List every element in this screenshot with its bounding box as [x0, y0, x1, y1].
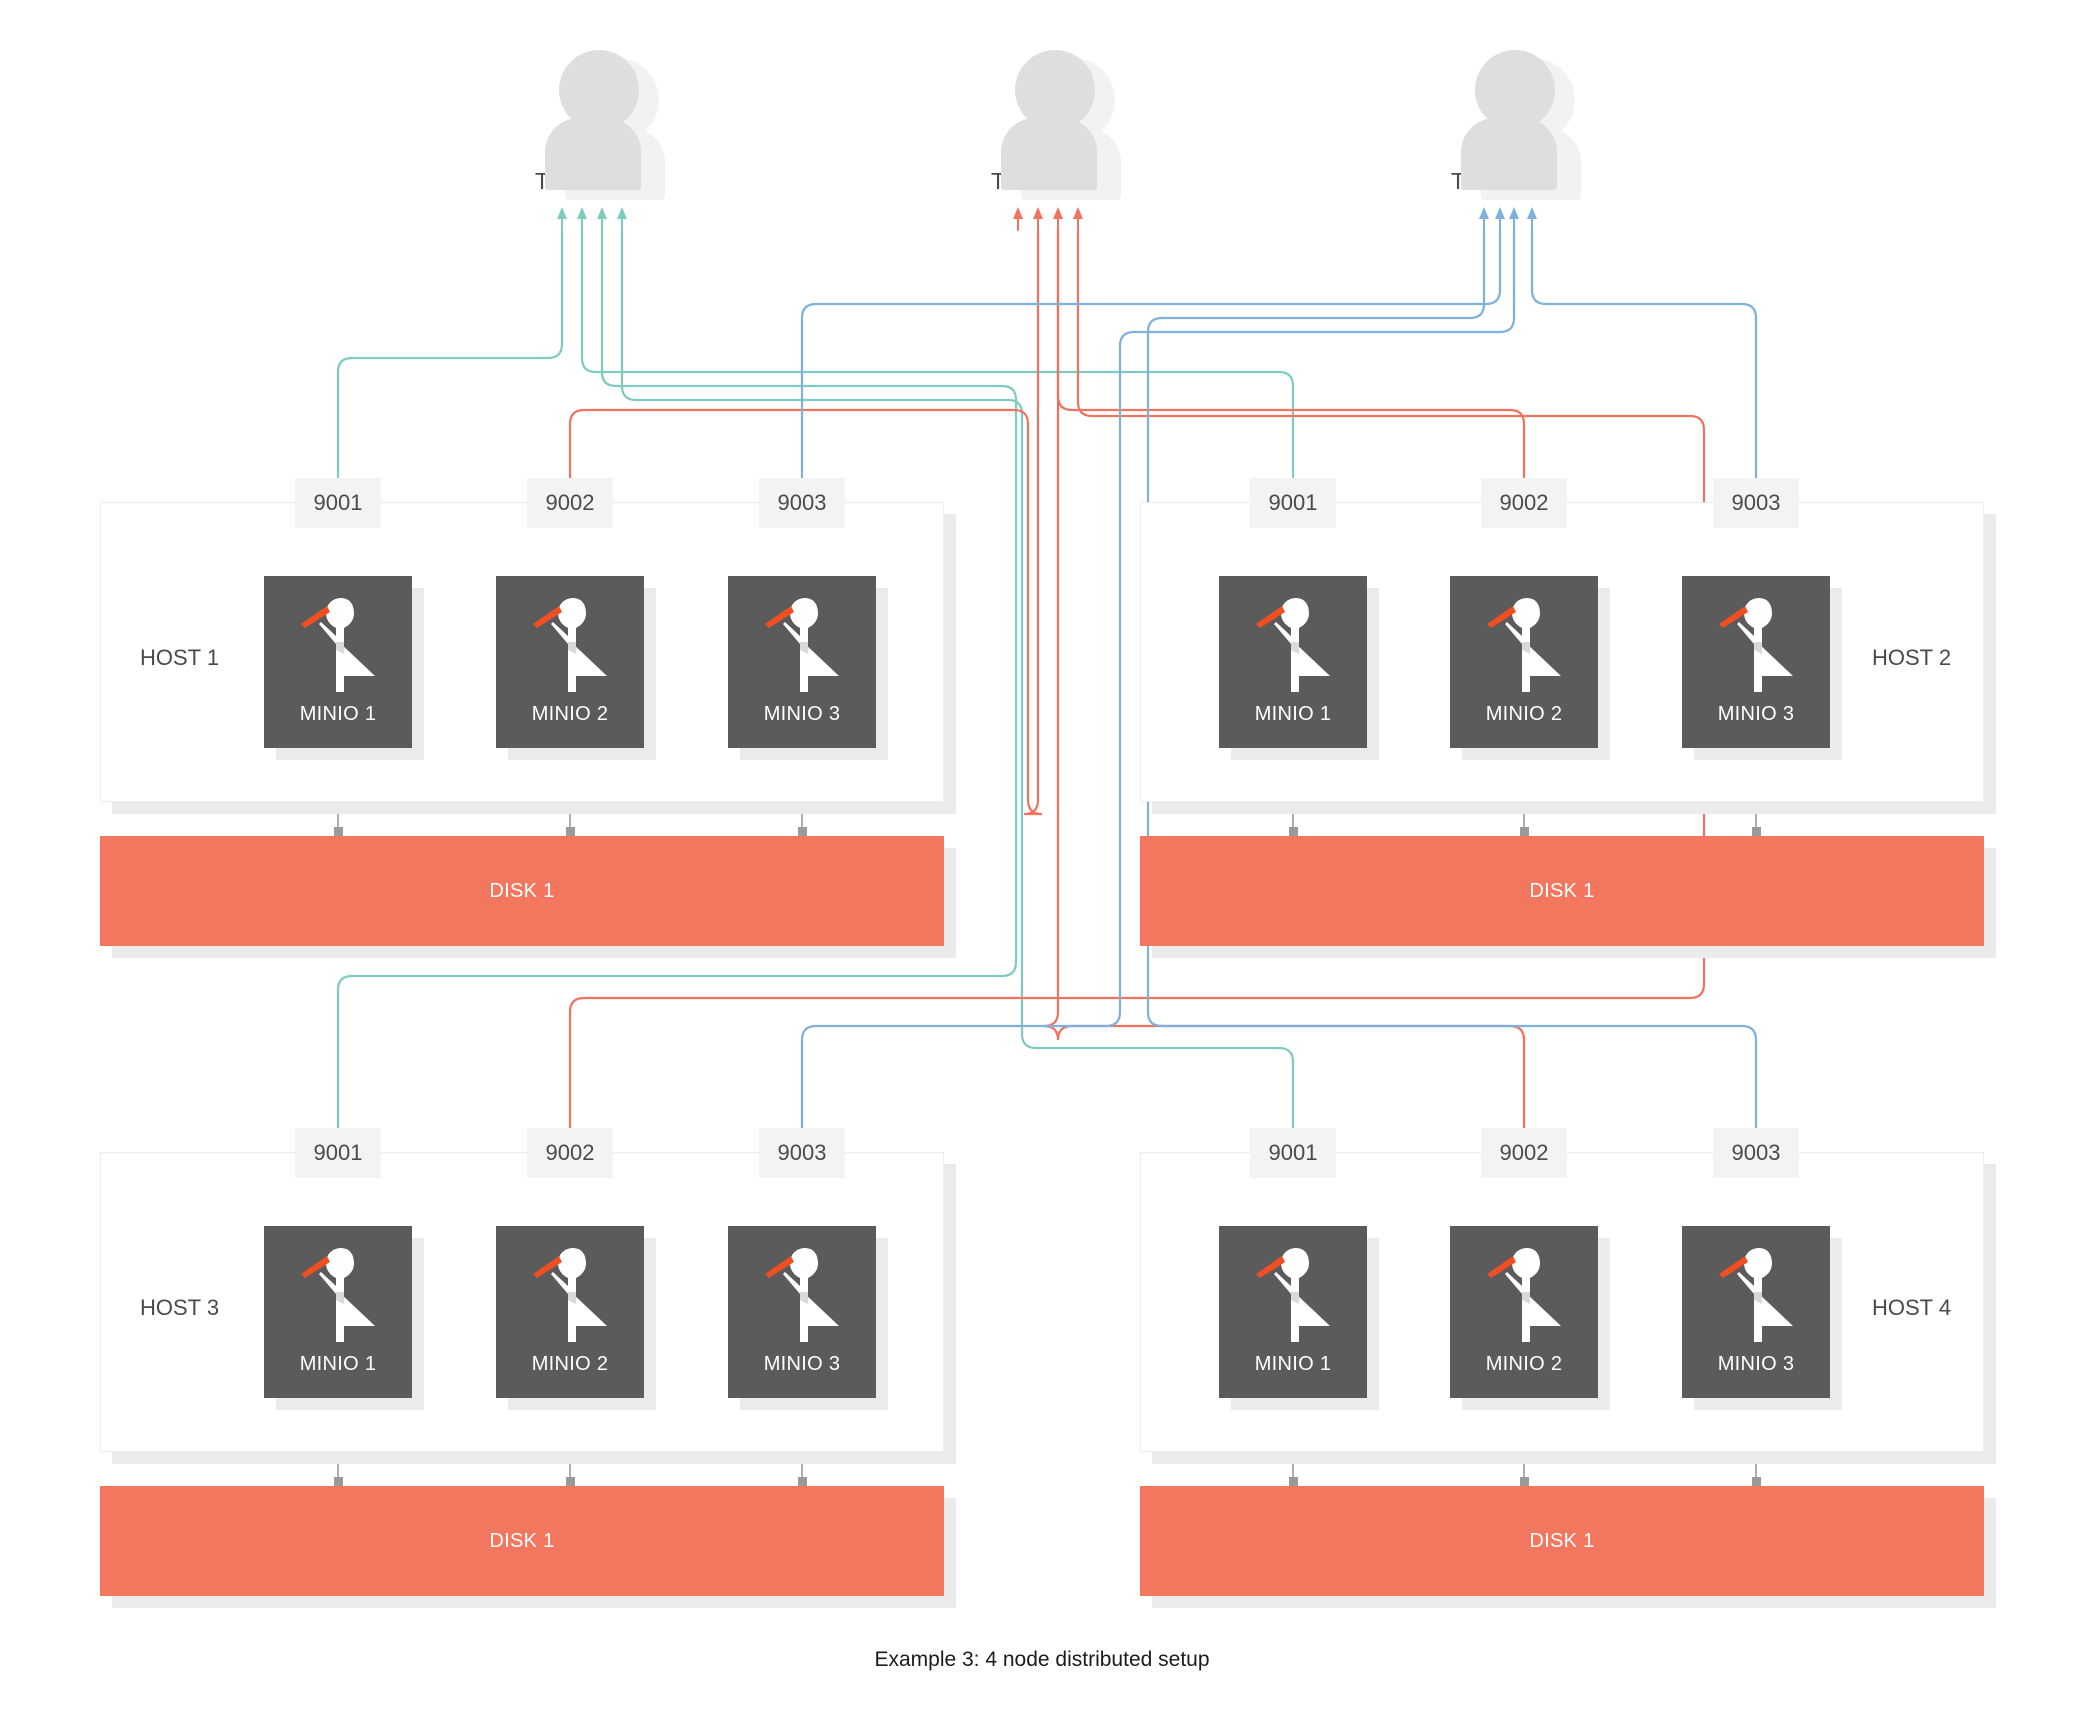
minio-node-1[interactable]: MINIO 1 [1219, 576, 1367, 748]
minio-node-3[interactable]: MINIO 3 [1682, 576, 1830, 748]
port-chip-9001[interactable]: 9001 [295, 478, 381, 528]
minio-logo-icon [765, 1248, 839, 1342]
minio-logo-icon [1719, 1248, 1793, 1342]
minio-node-label: MINIO 2 [1485, 703, 1563, 725]
minio-node-label: MINIO 1 [299, 703, 377, 725]
minio-node-label: MINIO 3 [763, 703, 841, 725]
minio-logo-icon [1719, 598, 1793, 692]
port-chip-9001[interactable]: 9001 [1250, 478, 1336, 528]
host-1-label: HOST 1 [140, 645, 220, 670]
port-chip-9002[interactable]: 9002 [527, 1128, 613, 1178]
disk-bar-host-2[interactable]: DISK 1 [1140, 836, 1984, 946]
minio-node-label: MINIO 1 [1254, 1353, 1332, 1375]
minio-node-3[interactable]: MINIO 3 [1682, 1226, 1830, 1398]
minio-node-label: MINIO 2 [1485, 1353, 1563, 1375]
user-icon [537, 40, 665, 200]
minio-logo-icon [533, 598, 607, 692]
minio-logo-icon [1256, 1248, 1330, 1342]
port-chip-9001[interactable]: 9001 [295, 1128, 381, 1178]
port-chip-9002[interactable]: 9002 [1481, 478, 1567, 528]
minio-node-1[interactable]: MINIO 1 [264, 576, 412, 748]
minio-logo-icon [533, 1248, 607, 1342]
user-icon [993, 40, 1121, 200]
minio-node-label: MINIO 3 [763, 1353, 841, 1375]
host-4-label: HOST 4 [1872, 1295, 1952, 1320]
minio-node-2[interactable]: MINIO 2 [496, 576, 644, 748]
disk-bar-host-3[interactable]: DISK 1 [100, 1486, 944, 1596]
diagram-caption: Example 3: 4 node distributed setup [874, 1648, 1210, 1671]
minio-node-2[interactable]: MINIO 2 [1450, 576, 1598, 748]
minio-node-1[interactable]: MINIO 1 [1219, 1226, 1367, 1398]
port-chip-9003[interactable]: 9003 [1713, 1128, 1799, 1178]
host-3-label: HOST 3 [140, 1295, 220, 1320]
minio-node-3[interactable]: MINIO 3 [728, 576, 876, 748]
minio-node-label: MINIO 2 [531, 703, 609, 725]
minio-node-label: MINIO 1 [299, 1353, 377, 1375]
tenant-1[interactable]: TENANT 1 [502, 40, 682, 200]
minio-node-3[interactable]: MINIO 3 [728, 1226, 876, 1398]
minio-logo-icon [1256, 598, 1330, 692]
port-chip-9002[interactable]: 9002 [1481, 1128, 1567, 1178]
minio-logo-icon [1487, 1248, 1561, 1342]
minio-node-1[interactable]: MINIO 1 [264, 1226, 412, 1398]
minio-logo-icon [301, 598, 375, 692]
tenant-3[interactable]: TENANT 3 [1418, 40, 1598, 200]
disk-bar-host-1[interactable]: DISK 1 [100, 836, 944, 946]
minio-logo-icon [765, 598, 839, 692]
minio-node-label: MINIO 1 [1254, 703, 1332, 725]
disk-bar-host-4[interactable]: DISK 1 [1140, 1486, 1984, 1596]
tenant-2[interactable]: TENANT 2 [958, 40, 1138, 200]
minio-node-2[interactable]: MINIO 2 [1450, 1226, 1598, 1398]
minio-node-2[interactable]: MINIO 2 [496, 1226, 644, 1398]
minio-node-label: MINIO 3 [1717, 1353, 1795, 1375]
port-chip-9003[interactable]: 9003 [759, 1128, 845, 1178]
minio-node-label: MINIO 3 [1717, 703, 1795, 725]
minio-logo-icon [1487, 598, 1561, 692]
port-chip-9003[interactable]: 9003 [759, 478, 845, 528]
minio-logo-icon [301, 1248, 375, 1342]
port-chip-9001[interactable]: 9001 [1250, 1128, 1336, 1178]
user-icon [1453, 40, 1581, 200]
port-chip-9002[interactable]: 9002 [527, 478, 613, 528]
host-2-label: HOST 2 [1872, 645, 1952, 670]
minio-node-label: MINIO 2 [531, 1353, 609, 1375]
port-chip-9003[interactable]: 9003 [1713, 478, 1799, 528]
